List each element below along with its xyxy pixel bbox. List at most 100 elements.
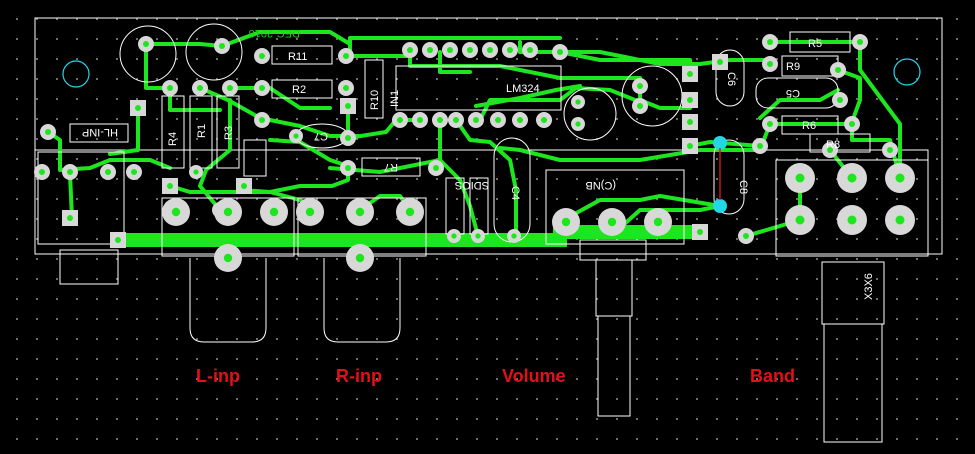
pad-hole [196, 84, 204, 92]
pad-hole [166, 84, 174, 92]
callout-r-inp: R-inp [336, 366, 382, 386]
label-r5: R5 [808, 38, 822, 50]
pad-hole [293, 133, 299, 139]
label-r3: R3 [223, 126, 235, 140]
callout-band: Band [750, 366, 795, 386]
label-c7: C7 [314, 130, 328, 142]
pad-hole [432, 164, 440, 172]
mounting-hole-right [893, 58, 921, 86]
label-c5: C5 [786, 87, 800, 99]
label-r8: R8 [826, 139, 840, 151]
square-pad-hole [717, 59, 723, 65]
pad-hole [848, 120, 856, 128]
label-hl-inp: HL-INP [82, 126, 118, 138]
pad-hole [342, 84, 350, 92]
large-pad-hole [269, 207, 279, 217]
square-pad-hole [67, 215, 73, 221]
label-r2: R2 [292, 84, 306, 96]
label-r6: R6 [802, 120, 816, 132]
pad-hole [342, 52, 350, 60]
square-pad-hole [687, 71, 693, 77]
large-pad-hole [171, 207, 181, 217]
pad-hole [344, 164, 352, 172]
pad-hole [886, 146, 894, 154]
pad-hole [142, 40, 150, 48]
label-c8: C8 [737, 180, 749, 194]
large-pad-hole [355, 207, 365, 217]
large-pad-hole [607, 217, 617, 227]
pad-hole [756, 142, 764, 150]
label-r11: R11 [288, 51, 307, 63]
pad-hole [766, 38, 774, 46]
label-band-switch: X3X6 [863, 273, 875, 300]
callout-volume: Volume [502, 366, 566, 386]
label-in1: IN1 [389, 90, 401, 107]
pad-hole [475, 233, 481, 239]
large-pad-hole [405, 207, 415, 217]
large-pad-hole [355, 253, 365, 263]
pad-hole [556, 48, 564, 56]
large-pad-hole [795, 215, 805, 225]
pad-hole [258, 116, 266, 124]
pad-hole [396, 116, 404, 124]
pad-hole [516, 116, 524, 124]
pad-hole [446, 46, 454, 54]
label-r7: R7 [384, 161, 398, 173]
board-title: DEC-2018 [249, 27, 300, 39]
square-pad-hole [115, 237, 121, 243]
label-c4: C4 [509, 186, 521, 200]
square-pad-hole [345, 103, 351, 109]
pad-hole [494, 116, 502, 124]
pads [34, 34, 915, 272]
pad-hole [575, 99, 581, 105]
label-vol-pot: (C)NB [585, 179, 616, 191]
pad-hole [836, 96, 844, 104]
pad-hole [66, 168, 74, 176]
pad-hole [104, 168, 112, 176]
large-pad-hole [895, 215, 905, 225]
pad-hole [466, 46, 474, 54]
callout-l-inp: L-inp [196, 366, 240, 386]
pad-hole [416, 116, 424, 124]
pad-hole [344, 134, 352, 142]
pad-hole [258, 84, 266, 92]
pad-hole [766, 120, 774, 128]
pad-hole [636, 82, 644, 90]
large-pad-hole [653, 217, 663, 227]
pad-hole [426, 46, 434, 54]
large-pad-hole [795, 173, 805, 183]
pad-hole [540, 116, 548, 124]
pad-hole [193, 169, 199, 175]
mounting-hole-left [62, 60, 90, 88]
pad-hole [742, 232, 750, 240]
large-pad-hole [305, 207, 315, 217]
label-r1: R1 [196, 124, 208, 138]
square-pad-hole [687, 97, 693, 103]
square-pad-hole [167, 183, 173, 189]
pad-hole [511, 233, 517, 239]
pad-hole [856, 38, 864, 46]
pad-hole [486, 46, 494, 54]
pad-hole [406, 46, 414, 54]
label-r9: R9 [786, 61, 800, 73]
pad-hole [451, 233, 457, 239]
square-pad-hole [697, 229, 703, 235]
large-pad-hole [223, 253, 233, 263]
label-c6: C6 [725, 72, 737, 86]
large-pad-hole [895, 173, 905, 183]
pad-hole [44, 128, 52, 136]
pad-hole [826, 146, 834, 154]
pad-hole [766, 60, 774, 68]
pad-hole [38, 168, 46, 176]
via-1 [713, 136, 727, 150]
pad-hole [258, 52, 266, 60]
label-r10: R10 [369, 90, 381, 110]
square-pad-hole [135, 105, 141, 111]
pad-hole [575, 121, 581, 127]
large-pad-hole [223, 207, 233, 217]
pad-hole [506, 46, 514, 54]
pad-hole [472, 116, 480, 124]
square-pad-hole [241, 183, 247, 189]
pad-hole [130, 168, 138, 176]
large-pad-hole [847, 215, 857, 225]
